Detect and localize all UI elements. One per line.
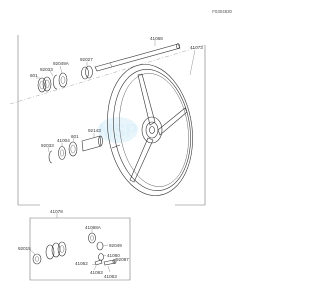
label-nut-c: 41063	[104, 274, 117, 279]
label-disc-kit: 41068A	[85, 225, 102, 230]
label-spacer-mid: 92143	[88, 128, 101, 133]
label-bearing-mid: 601	[71, 134, 79, 139]
label-axle: 41068	[150, 36, 163, 41]
seal-top-part	[58, 72, 68, 88]
hub-nut-part	[32, 253, 42, 265]
assembly-frame	[17, 35, 206, 206]
circlip-top-part	[52, 74, 58, 90]
bolt-b-part	[96, 241, 104, 251]
disc-kit-part	[45, 241, 67, 260]
label-seal-mid: 41004	[57, 138, 70, 143]
axle-part	[94, 43, 181, 72]
label-bolt-c: 92087	[116, 257, 129, 262]
wheel-part	[107, 64, 193, 196]
label-wheel: 41073	[190, 45, 203, 50]
watermark-logo: MSP	[98, 117, 138, 143]
label-hub-nut: 92015	[18, 246, 31, 251]
label-circlip-mid: 92033	[41, 143, 54, 148]
assembly-centerline	[9, 44, 206, 105]
label-washer-a: 41062	[75, 261, 88, 266]
bolt-c-part	[103, 259, 117, 266]
label-washer-b: 41063	[90, 270, 103, 275]
reference-code: F0304830	[212, 9, 232, 14]
washer-b-part	[94, 259, 103, 266]
front-wheel-exploded-diagram: MSP F0304830 41068 92027 92049A 601 9203…	[9, 9, 233, 281]
hub-kit-box	[29, 217, 131, 281]
label-bearing-top: 601	[30, 73, 38, 78]
bearing-top-part	[37, 76, 52, 93]
washer-a-part	[98, 253, 104, 261]
label-circlip-top: 92033	[40, 67, 53, 72]
label-seal-top: 92049A	[53, 61, 70, 66]
label-bolt-a: 92049	[109, 243, 122, 248]
bearing-mid-part	[68, 141, 78, 157]
circlip-mid-part	[48, 150, 53, 164]
label-hub-kit: 41078	[50, 209, 63, 214]
bolt-a-part	[88, 232, 96, 244]
parts-diagram-page: MSP F0304830 41068 92027 92049A 601 9203…	[9, 9, 233, 281]
collar-top-part	[81, 65, 93, 80]
label-collar-top: 92027	[80, 57, 93, 62]
seal-mid-part	[58, 146, 66, 160]
svg-text:MSP: MSP	[98, 121, 137, 141]
label-bolt-b: 41060	[107, 253, 120, 258]
